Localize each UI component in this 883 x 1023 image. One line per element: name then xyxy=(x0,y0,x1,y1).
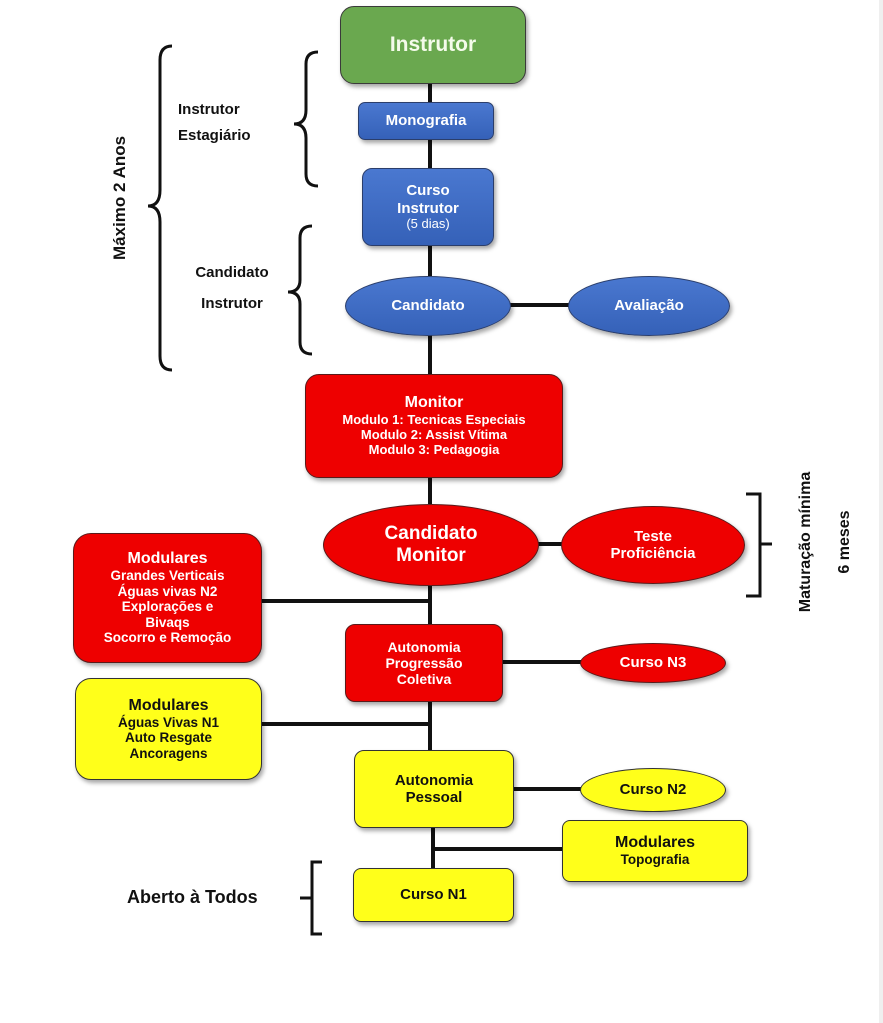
node-line: Monitor xyxy=(396,545,466,566)
label-line: Instrutor xyxy=(201,295,263,312)
node-line: Modulo 3: Pedagogia xyxy=(368,441,500,457)
node-line: Modulo 2: Assist Vítima xyxy=(360,426,508,442)
node-curso-n2: Curso N2 xyxy=(580,768,726,812)
node-title: Instrutor xyxy=(389,32,477,56)
brace-maturacao xyxy=(746,492,772,598)
brace-maximo xyxy=(147,44,173,372)
node-line: Topografia xyxy=(620,852,690,868)
instrutor-estagiario-label: Instrutor Estagiário xyxy=(178,97,251,149)
node-title: Monografia xyxy=(385,112,467,130)
node-line: Auto Resgate xyxy=(124,730,212,746)
node-monografia: Monografia xyxy=(358,102,494,140)
node-line: Águas Vivas N1 xyxy=(117,714,220,730)
node-candidato: Candidato xyxy=(345,276,511,336)
node-line: Coletiva xyxy=(396,671,452,688)
node-line: Curso xyxy=(406,182,450,200)
node-instrutor: Instrutor xyxy=(340,6,526,84)
node-line: Autonomia xyxy=(387,638,461,655)
node-avaliacao: Avaliação xyxy=(568,276,730,336)
brace-estagiario xyxy=(293,50,319,188)
node-teste-proficiencia: Teste Proficiência xyxy=(561,506,745,584)
node-candidato-monitor: Candidato Monitor xyxy=(323,504,539,586)
node-line: Bivaqs xyxy=(145,614,190,630)
node-curso-n3: Curso N3 xyxy=(580,643,726,683)
brace-aberto xyxy=(300,860,322,936)
node-title: Curso N3 xyxy=(619,654,687,672)
node-autonomia-coletiva: Autonomia Progressão Coletiva xyxy=(345,624,503,702)
node-line: Proficiência xyxy=(610,545,696,562)
label-line: Candidato xyxy=(195,264,269,281)
label-line: Estagiário xyxy=(178,127,251,144)
node-line: Modulo 1: Tecnicas Especiais xyxy=(342,411,526,427)
node-line: Instrutor xyxy=(397,199,459,217)
node-title: Modulares xyxy=(614,834,695,852)
node-note: (5 dias) xyxy=(406,215,450,231)
node-curso-instrutor: Curso Instrutor (5 dias) xyxy=(362,168,494,246)
aberto-label: Aberto à Todos xyxy=(127,887,258,907)
node-title: Monitor xyxy=(404,394,464,412)
node-title: Modulares xyxy=(127,550,208,568)
node-modulares-topografia: Modulares Topografia xyxy=(562,820,748,882)
node-modulares-red: Modulares Grandes Verticais Águas vivas … xyxy=(73,533,262,663)
node-title: Curso N1 xyxy=(400,886,467,904)
label-line: Instrutor xyxy=(178,101,240,118)
node-curso-n1: Curso N1 xyxy=(353,868,514,922)
maturacao-label: Maturação mínima xyxy=(797,471,814,613)
node-title: Curso N2 xyxy=(619,781,687,799)
node-line: Candidato xyxy=(384,523,478,545)
node-line: Autonomia xyxy=(394,771,474,789)
node-line: Grandes Verticais xyxy=(110,568,225,584)
node-line: Pessoal xyxy=(405,789,463,806)
node-modulares-yellow: Modulares Águas Vivas N1 Auto Resgate An… xyxy=(75,678,262,780)
seis-meses-label: 6 meses xyxy=(836,510,853,574)
candidato-instrutor-label: Candidato Instrutor xyxy=(186,257,278,319)
node-title: Avaliação xyxy=(614,297,684,315)
maximo-label: Máximo 2 Anos xyxy=(110,135,129,260)
node-monitor: Monitor Modulo 1: Tecnicas Especiais Mod… xyxy=(305,374,563,478)
node-line: Socorro e Remoção xyxy=(103,630,232,646)
node-title: Candidato xyxy=(391,297,465,315)
node-line: Ancoragens xyxy=(129,745,208,761)
node-title: Modulares xyxy=(128,696,209,714)
node-line: Águas vivas N2 xyxy=(117,583,218,599)
brace-candidato xyxy=(287,224,313,356)
page-edge xyxy=(879,0,883,1023)
node-autonomia-pessoal: Autonomia Pessoal xyxy=(354,750,514,828)
node-line: Teste xyxy=(633,527,673,545)
node-line: Explorações e xyxy=(121,599,214,615)
node-line: Progressão xyxy=(385,654,463,671)
